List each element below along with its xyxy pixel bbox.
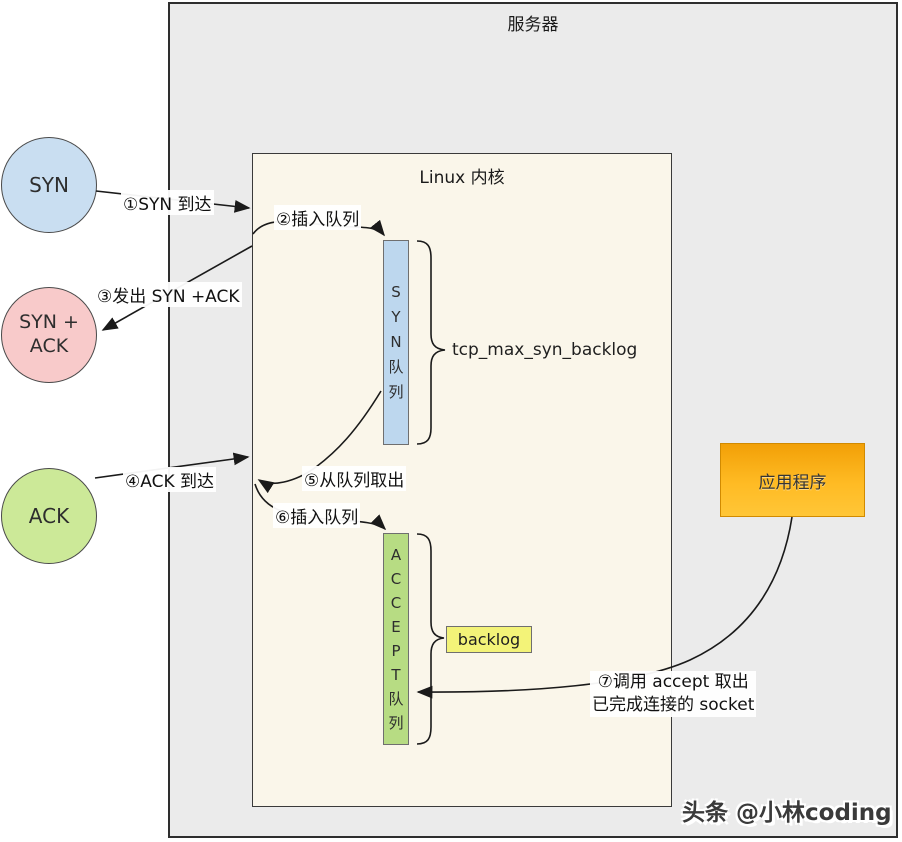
accept-queue-char: C — [390, 570, 402, 588]
syn-queue-char: 列 — [388, 383, 404, 401]
accept-queue-char: C — [390, 594, 402, 612]
syn-queue-char: Y — [391, 308, 401, 326]
accept-queue-char: 列 — [388, 714, 404, 732]
step4-label: ④ACK 到达 — [123, 467, 216, 492]
kernel-title: Linux 内核 — [419, 168, 505, 188]
step1-label: ①SYN 到达 — [121, 190, 214, 215]
backlog-label-box: backlog — [446, 626, 532, 653]
syn-ack-packet-label-line2: ACK — [29, 335, 69, 357]
step5-label: ⑤从队列取出 — [302, 466, 407, 491]
application-box: 应用程序 — [720, 443, 865, 517]
ack-packet-label: ACK — [28, 503, 70, 528]
step6-label: ⑥插入队列 — [273, 503, 361, 528]
tcp-max-syn-backlog-label: tcp_max_syn_backlog — [452, 340, 638, 360]
watermark: 头条 @小林coding — [682, 800, 892, 826]
accept-queue-char: 队 — [388, 690, 404, 708]
step7-label-line1: ⑦调用 accept 取出 — [597, 672, 749, 692]
step7-label: ⑦调用 accept 取出 已完成连接的 socket — [590, 671, 757, 717]
accept-queue-bar: A C C E P T 队 列 — [383, 533, 409, 745]
step3-label: ③发出 SYN +ACK — [95, 282, 242, 307]
syn-queue-char: N — [390, 333, 402, 351]
ack-packet-node: ACK — [1, 468, 97, 564]
server-title: 服务器 — [507, 15, 559, 35]
accept-queue-char: P — [391, 642, 401, 660]
application-label: 应用程序 — [758, 472, 827, 493]
accept-queue-char: T — [391, 666, 401, 684]
syn-ack-packet-label-line1: SYN + — [19, 311, 79, 334]
step7-label-line2: 已完成连接的 socket — [592, 695, 755, 715]
syn-packet-label: SYN — [29, 172, 69, 197]
accept-queue-char: A — [390, 546, 402, 564]
syn-ack-packet-node: SYN + ACK — [1, 287, 97, 383]
accept-queue-char: E — [391, 618, 401, 636]
syn-queue-char: S — [391, 283, 401, 301]
syn-packet-node: SYN — [1, 137, 97, 233]
syn-queue-char: 队 — [388, 358, 404, 376]
step2-label: ②插入队列 — [274, 205, 362, 230]
backlog-label: backlog — [457, 630, 521, 649]
syn-queue-bar: S Y N 队 列 — [383, 240, 409, 445]
